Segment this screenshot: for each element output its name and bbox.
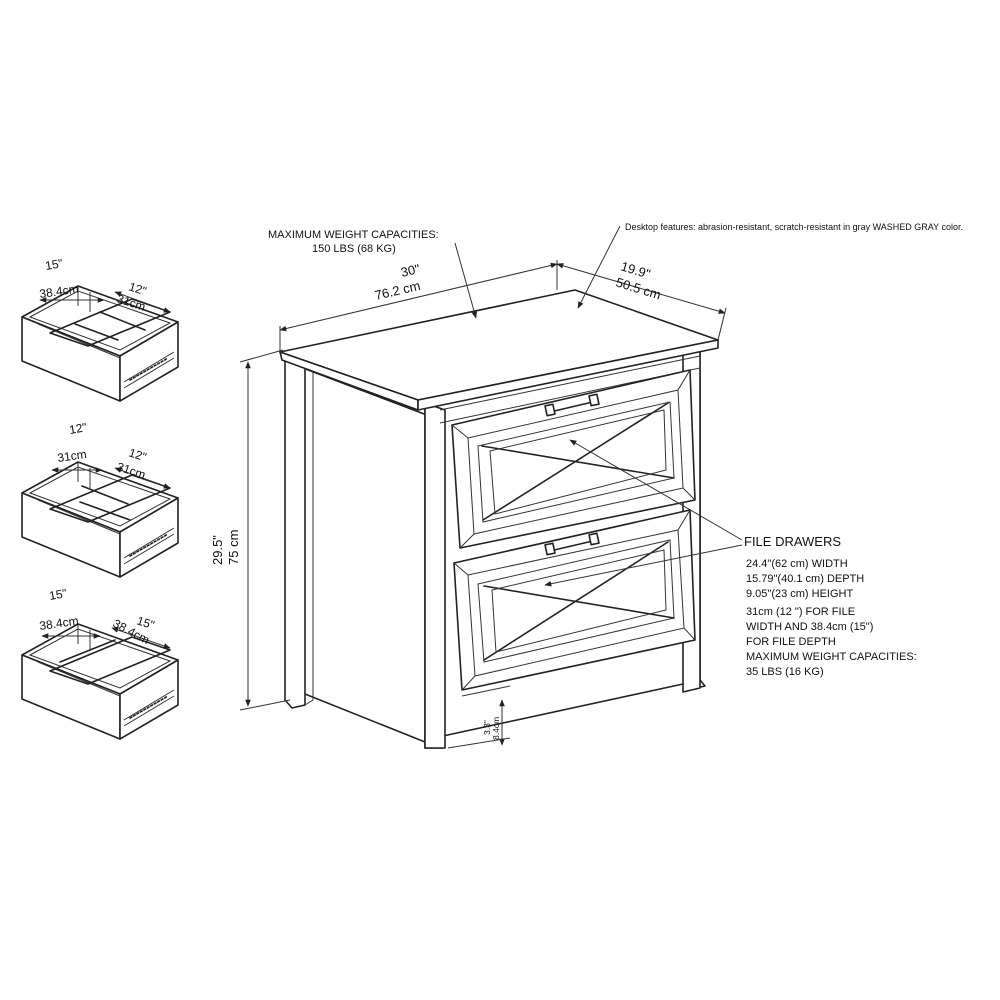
file-drawers-leader-lower	[544, 544, 743, 587]
file-drawers-spec-7: MAXIMUM WEIGHT CAPACITIES:	[746, 651, 917, 663]
drawer1-left-cm: 38.4cm	[38, 282, 79, 301]
drawer2-right-in: 12"	[127, 446, 148, 465]
drawer2-left-cm: 31cm	[56, 447, 87, 465]
file-drawers-spec-1: 24.4"(62 cm) WIDTH	[746, 558, 848, 570]
drawer1-left-in: 15"	[44, 256, 64, 273]
file-drawers-spec-6: FOR FILE DEPTH	[746, 636, 836, 648]
file-drawers-spec-3: 9.05"(23 cm) HEIGHT	[746, 588, 853, 600]
file-drawers-spec-4: 31cm (12 ") FOR FILE	[746, 606, 855, 618]
drawer3-left-in: 15"	[48, 586, 68, 603]
drawer3-right-in: 15"	[135, 614, 156, 633]
drawer-config-2	[21, 461, 179, 578]
clearance-cm-label: 8.4cm	[491, 717, 501, 740]
drawer1-right-in: 12"	[127, 280, 148, 299]
height-cm-label: 75 cm	[226, 530, 241, 565]
file-drawers-spec-8: 35 LBS (16 KG)	[746, 666, 824, 678]
width-inches-label: 30"	[399, 261, 421, 280]
top-capacity-line1: MAXIMUM WEIGHT CAPACITIES:	[268, 229, 439, 241]
desktop-leader	[577, 225, 621, 309]
file-drawers-title: FILE DRAWERS	[744, 534, 841, 549]
height-inches-label: 29.5"	[210, 535, 225, 565]
upper-file-drawer	[451, 369, 696, 549]
top-capacity-leader	[454, 242, 477, 319]
drawer-config-3	[21, 623, 179, 740]
file-drawers-spec-5: WIDTH AND 38.4cm (15")	[746, 621, 873, 633]
upper-drawer-handle	[549, 400, 598, 413]
drawer3-left-cm: 38.4cm	[38, 614, 79, 633]
width-dimension-line	[279, 262, 558, 332]
divider-bar	[74, 323, 119, 341]
width-cm-label: 76.2 cm	[373, 278, 421, 303]
drawer-config-1	[21, 285, 179, 402]
lower-file-drawer	[453, 509, 696, 691]
desktop-features-note: Desktop features: abrasion-resistant, sc…	[625, 222, 963, 232]
clearance-inches-label: 3.3"	[482, 720, 492, 735]
file-cabinet	[279, 289, 719, 749]
lower-drawer-handle	[549, 539, 598, 552]
depth-dimension-line	[556, 263, 726, 314]
file-drawers-spec-2: 15.79"(40.1 cm) DEPTH	[746, 573, 864, 585]
file-drawers-leader-upper	[569, 439, 743, 541]
top-capacity-line2: 150 LBS (68 KG)	[312, 243, 396, 255]
drawer2-left-in: 12"	[68, 420, 88, 437]
